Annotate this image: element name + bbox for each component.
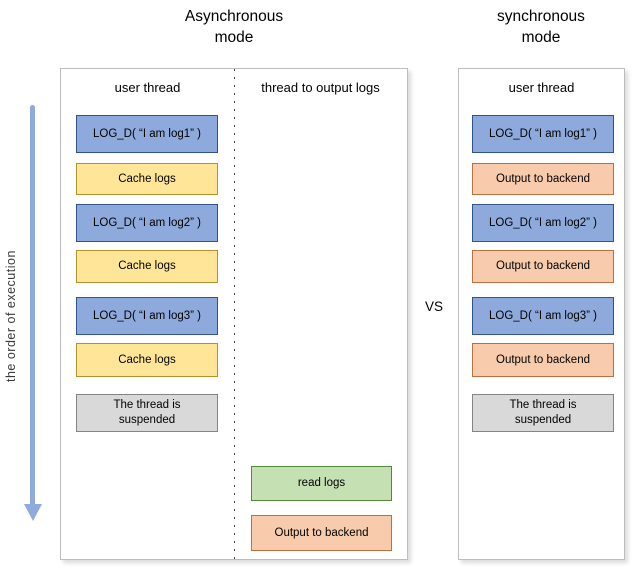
column-header-user-thread: user thread <box>114 80 181 95</box>
node-thread-suspended-sync: The thread is suspended <box>472 394 614 432</box>
node-cache-logs-2: Cache logs <box>76 250 218 283</box>
node-output-to-backend-3: Output to backend <box>472 343 614 377</box>
node-log-d-3-sync: LOG_D( “I am log3” ) <box>472 297 614 335</box>
arrow-down-icon <box>24 504 42 521</box>
sync-panel: user thread LOG_D( “I am log1” ) Output … <box>458 68 625 560</box>
node-output-to-backend-1: Output to backend <box>472 163 614 195</box>
async-panel: user thread thread to output logs LOG_D(… <box>60 68 408 560</box>
node-log-d-2: LOG_D( “I am log2” ) <box>76 204 218 242</box>
node-log-d-1-sync: LOG_D( “I am log1” ) <box>472 115 614 153</box>
thread-divider-dotted-line <box>234 69 235 559</box>
column-header-user-thread-sync: user thread <box>508 80 575 95</box>
node-read-logs: read logs <box>251 466 392 501</box>
node-log-d-3: LOG_D( “I am log3” ) <box>76 297 218 335</box>
node-log-d-2-sync: LOG_D( “I am log2” ) <box>472 204 614 242</box>
node-log-d-1: LOG_D( “I am log1” ) <box>76 115 218 153</box>
title-synchronous-mode: synchronous mode <box>497 8 585 46</box>
node-cache-logs-1: Cache logs <box>76 163 218 195</box>
node-thread-suspended: The thread is suspended <box>76 394 218 432</box>
execution-order-arrow <box>30 105 35 506</box>
node-cache-logs-3: Cache logs <box>76 343 218 377</box>
vs-label: VS <box>424 299 443 314</box>
title-asynchronous-mode: Asynchronous mode <box>184 8 284 46</box>
node-output-to-backend-2: Output to backend <box>472 250 614 283</box>
node-output-to-backend: Output to backend <box>251 515 392 551</box>
column-header-output-thread: thread to output logs <box>261 80 380 95</box>
execution-order-label: the order of execution <box>4 250 18 382</box>
